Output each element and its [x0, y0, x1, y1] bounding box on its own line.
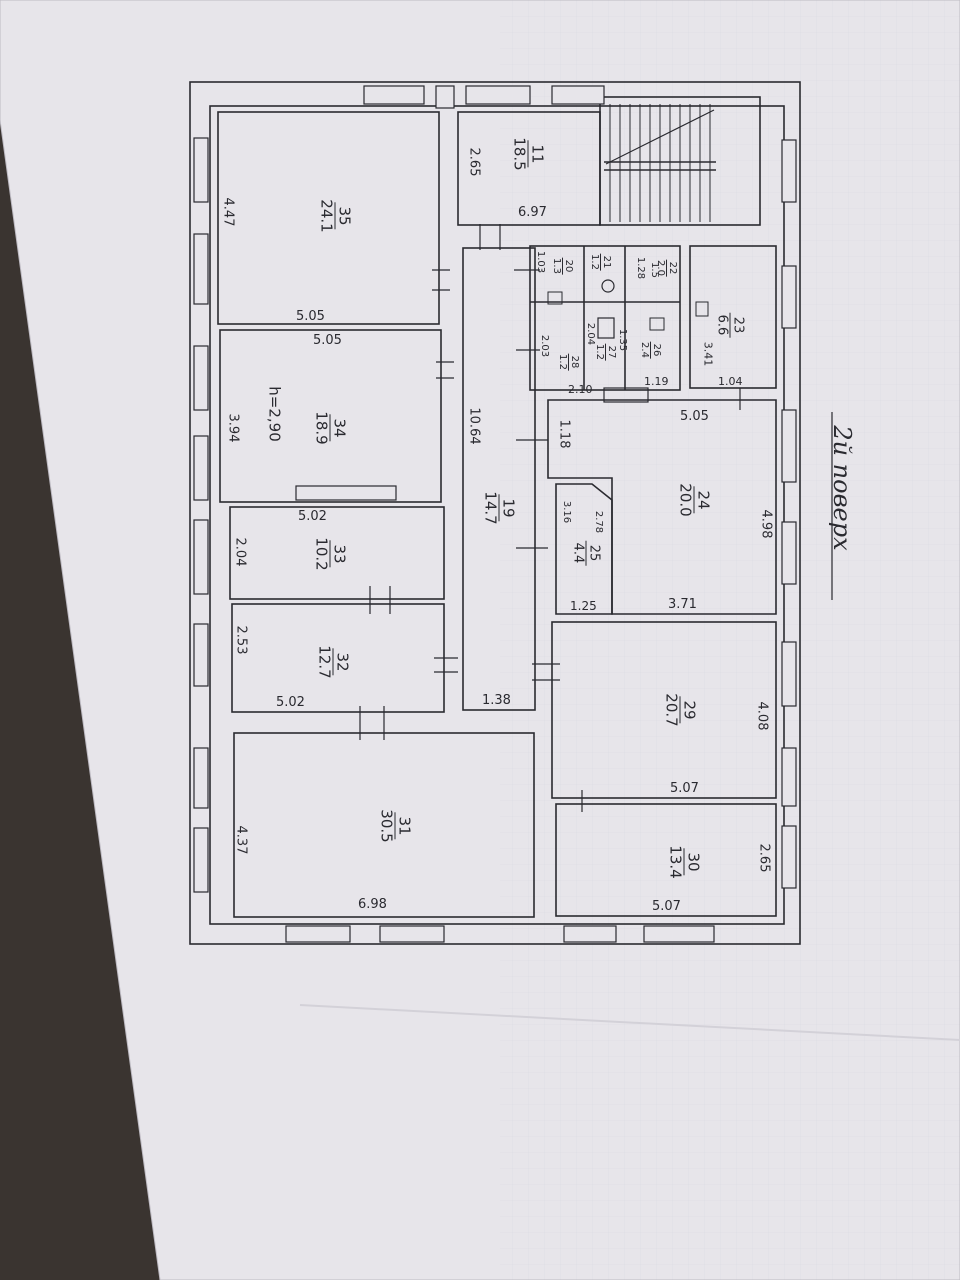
dim-r23-a: 3.41: [701, 341, 715, 367]
dim-wc-d: 2.03: [539, 334, 550, 358]
dim-r24-width: 4.98: [758, 509, 774, 539]
room-19-outline: [462, 247, 536, 711]
ceiling-height: h=2,90: [265, 386, 284, 442]
dim-r34-length: 5.05: [313, 333, 342, 348]
wc-block-outline: [529, 245, 681, 391]
dim-r31-width: 4.37: [233, 825, 249, 855]
dim-r29-width: 4.08: [754, 701, 770, 731]
stair-treads: [604, 104, 716, 222]
room-33-outline: [229, 506, 445, 600]
door-marks: [359, 224, 741, 812]
dim-corridor-length: 10.64: [466, 407, 482, 445]
toilet-symbol: [601, 279, 615, 293]
floor-title: 2й поверх: [828, 425, 856, 551]
windows: [193, 85, 797, 943]
dim-r33-length: 5.02: [298, 509, 327, 524]
stair-outline: [599, 96, 761, 226]
dim-wc-b: 1.28: [635, 256, 646, 280]
room-35-outline: [217, 111, 440, 325]
dim-r25-a: 3.16: [561, 500, 572, 524]
dim-r24-step: 1.18: [556, 419, 572, 449]
dim-r24-length: 5.05: [680, 409, 709, 424]
dim-r31-length: 6.98: [358, 897, 387, 912]
dim-r35-length: 5.05: [296, 309, 325, 324]
dim-r11-length: 6.97: [518, 205, 547, 220]
radiator: [295, 485, 397, 501]
dim-wc-c: 1.5: [649, 262, 660, 278]
dim-corridor-width: 1.38: [482, 693, 511, 708]
room-30-outline: [555, 803, 777, 917]
graph-paper-grid: [500, 0, 960, 1280]
dim-r34-width: 3.94: [225, 413, 241, 443]
dim-r25-b: 2.78: [593, 510, 604, 534]
room-34-outline: [219, 329, 442, 503]
room-23-outline: [689, 245, 777, 389]
dim-wc-f: 1.35: [617, 328, 628, 352]
room-25-outline: [555, 483, 613, 615]
dim-wc-g: 2.10: [568, 383, 593, 396]
walls: [189, 81, 801, 945]
dim-wc-h: 1.19: [644, 375, 669, 388]
dim-r11-width: 2.65: [466, 147, 482, 177]
dim-r24-inner: 3.71: [668, 597, 697, 612]
inner-wall: [209, 105, 785, 925]
dim-r29-length: 5.07: [670, 781, 699, 796]
dim-r25-c: 1.25: [570, 599, 597, 613]
dim-r30-width: 2.65: [756, 843, 772, 873]
dim-r23-b: 1.04: [718, 375, 743, 388]
dim-wc-e: 2.04: [585, 322, 596, 346]
dim-wc-a: 1.03: [535, 250, 546, 274]
outer-wall: [189, 81, 801, 945]
dim-r30-length: 5.07: [652, 899, 681, 914]
dim-r32-width: 2.53: [233, 625, 249, 655]
room-29-outline: [551, 621, 777, 799]
dim-r35-width: 4.47: [220, 197, 236, 227]
dim-r33-width: 2.04: [232, 537, 248, 567]
dim-r32-length: 5.02: [276, 695, 305, 710]
